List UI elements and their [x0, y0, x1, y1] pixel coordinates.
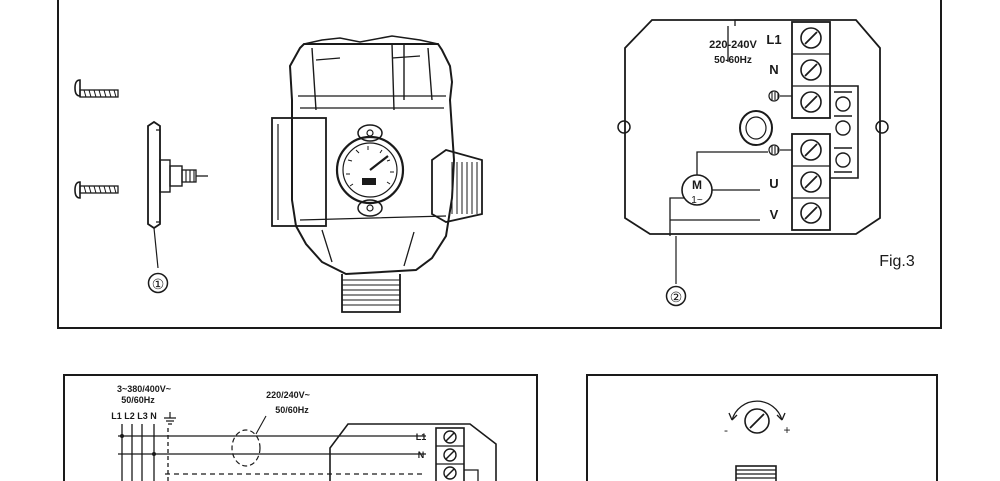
fig3-voltage-label: 220-240V: [709, 39, 757, 51]
adjust-plus-label: +: [783, 423, 790, 437]
terminal-label-u: U: [769, 176, 778, 191]
motor-phase-label: 1~: [691, 195, 703, 206]
terminal-screw-l1: [800, 27, 822, 49]
three-phase-voltage: 3~380/400V~: [117, 384, 171, 394]
terminal-screw-pe-upper: [800, 91, 822, 113]
callout-1-label: ①: [152, 276, 165, 292]
cover-plate: [147, 120, 208, 269]
terminal-link-bars: [830, 85, 859, 179]
motor-letter: M: [692, 178, 702, 192]
three-phase-panel-frame: [63, 374, 538, 481]
screw-bottom: [74, 181, 119, 199]
single-phase-voltage: 220/240V~: [266, 390, 310, 400]
terminal-screw-v: [800, 202, 822, 224]
adjustment-screw-icon: [728, 400, 786, 434]
adjustment-panel-frame: [586, 374, 938, 481]
three-phase-frequency: 50/60Hz: [121, 395, 155, 405]
callout-2: ②: [665, 285, 687, 307]
fig3-frequency-label: 50-60Hz: [714, 55, 752, 66]
terminal-label-n: N: [769, 62, 778, 77]
single-phase-selector-circle: [231, 415, 267, 467]
ground-symbol-lower: [768, 144, 792, 156]
terminal-screw-u: [800, 171, 822, 193]
single-phase-frequency: 50/60Hz: [275, 405, 309, 415]
ground-symbol-upper: [768, 90, 792, 102]
three-phase-terminal-l1: L1: [416, 432, 427, 442]
terminal-label-v: V: [770, 207, 779, 222]
fig3-wiring-box: 220-240V 50-60Hz: [617, 19, 889, 284]
screw-top: [74, 79, 119, 98]
terminal-screw-n: [800, 59, 822, 81]
three-phase-ground-symbol: [164, 412, 176, 425]
motor-wiring: [669, 151, 768, 236]
figure-caption: Fig.3: [879, 253, 915, 270]
top-panel-frame: [57, 0, 942, 329]
pressure-gauge: [335, 124, 405, 217]
spring-adjuster: [735, 465, 777, 481]
terminal-label-l1: L1: [766, 32, 781, 47]
terminal-screw-pe-lower: [800, 139, 822, 161]
motor-symbol: M 1~: [681, 174, 713, 206]
three-phase-terminal-n: N: [418, 450, 425, 460]
three-phase-lines: [118, 424, 426, 481]
callout-2-label: ②: [670, 289, 683, 305]
three-phase-switch-box: [329, 423, 497, 481]
adjust-minus-label: -: [724, 423, 728, 437]
callout-1: ①: [147, 272, 169, 294]
three-phase-conductors: L1 L2 L3 N: [111, 411, 157, 421]
pressure-switch-body: [271, 35, 483, 313]
